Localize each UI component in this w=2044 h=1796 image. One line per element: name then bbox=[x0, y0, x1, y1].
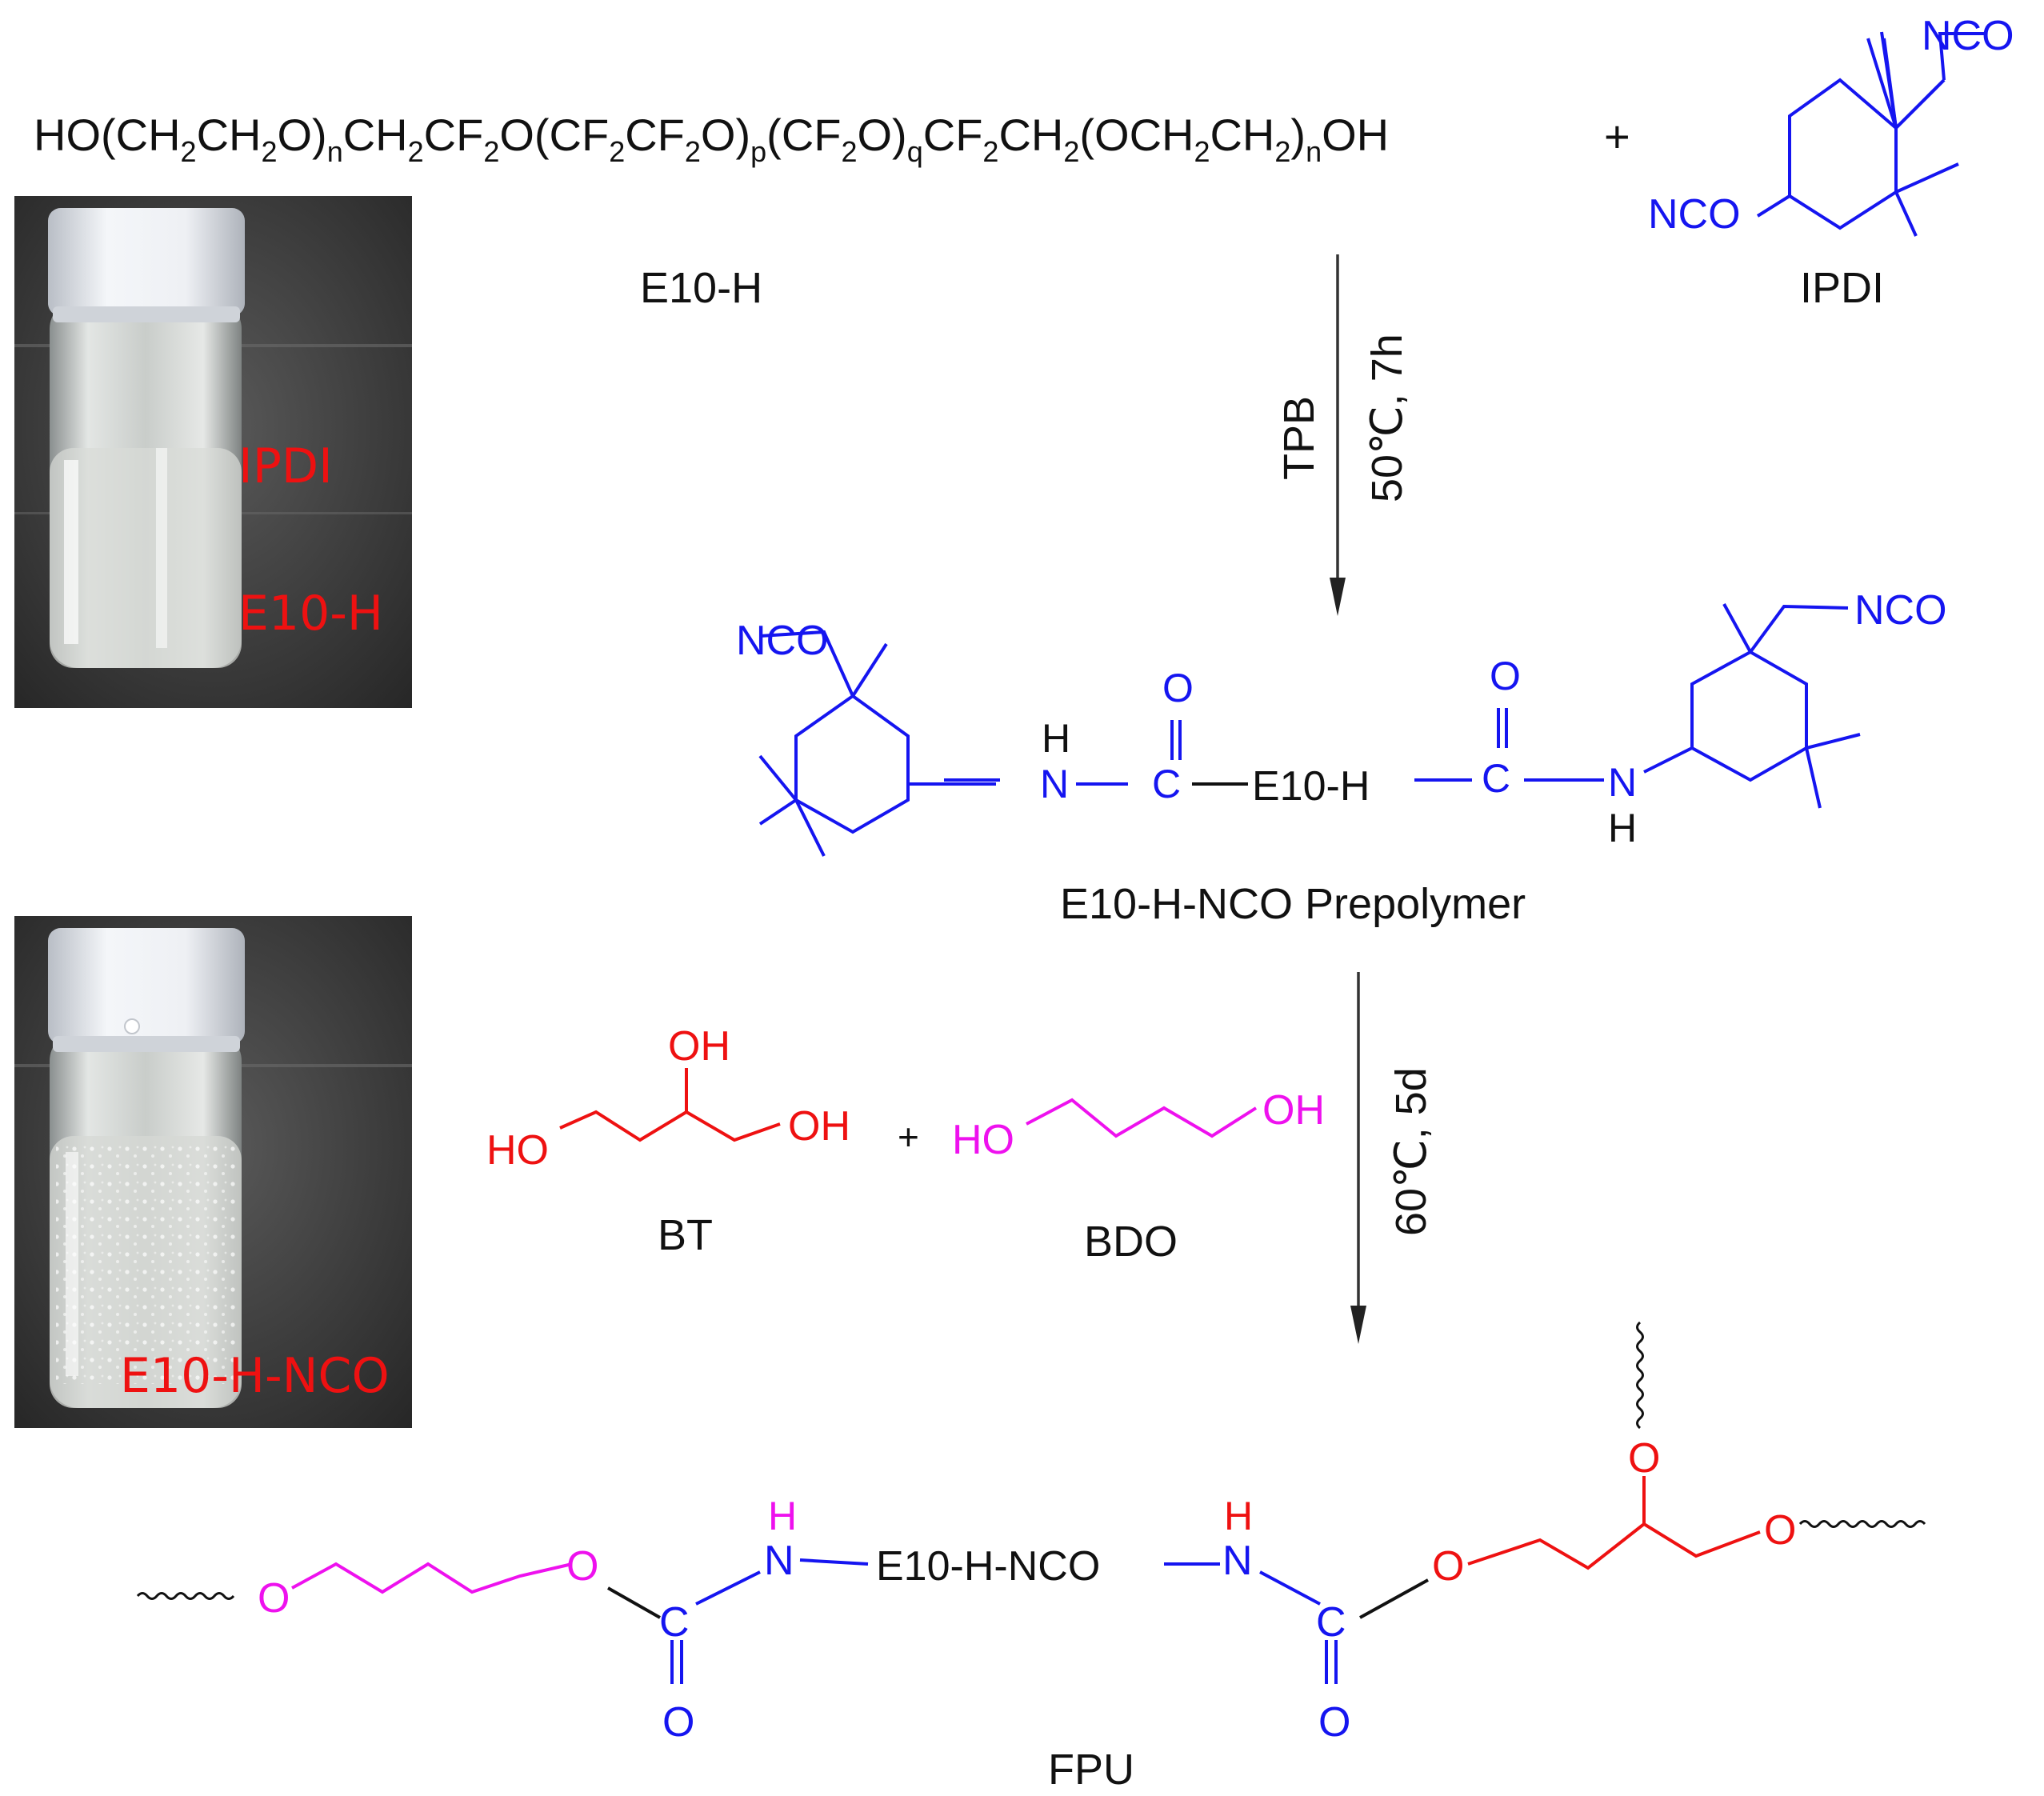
vial-1-label-ipdi: IPDI bbox=[238, 438, 333, 494]
bt-oh-right: OH bbox=[788, 1103, 850, 1150]
fpu-wavy-top bbox=[1636, 1321, 1644, 1430]
bdo-oh-right: OH bbox=[1262, 1087, 1325, 1134]
prepolymer-structure bbox=[758, 603, 1861, 857]
ipdi-nco-top: NCO bbox=[1922, 13, 2014, 59]
plus-sign-middle: + bbox=[898, 1116, 919, 1158]
bt-ho-left: HO bbox=[486, 1127, 549, 1174]
fpu-core: E10-H-NCO bbox=[876, 1543, 1100, 1590]
prepoly-nco-left: NCO bbox=[736, 618, 829, 664]
fpu-o-5: O bbox=[1764, 1507, 1796, 1554]
vial-1-cap bbox=[48, 208, 245, 316]
fpu-h-2: H bbox=[1224, 1494, 1253, 1538]
prepoly-c-left: C bbox=[1152, 762, 1181, 806]
fpu-wavy-left bbox=[136, 1592, 235, 1600]
prepoly-h-left: H bbox=[1042, 716, 1070, 761]
bt-oh-top: OH bbox=[668, 1023, 730, 1070]
fpu-n-2: N bbox=[1222, 1538, 1253, 1584]
reaction-arrow-2 bbox=[1350, 972, 1366, 1344]
bt-structure bbox=[559, 1068, 781, 1142]
ipdi-label: IPDI bbox=[1800, 264, 1884, 312]
fpu-o-carbonyl-1: O bbox=[662, 1699, 694, 1746]
fpu-label: FPU bbox=[1048, 1746, 1134, 1794]
ipdi-structure bbox=[1756, 31, 1984, 237]
fpu-c-2: C bbox=[1316, 1599, 1346, 1646]
bdo-ho-left: HO bbox=[952, 1117, 1014, 1163]
step2-conditions: 60℃, 5d bbox=[1387, 1067, 1435, 1236]
vial-photo-2: E10-H-NCO bbox=[14, 916, 412, 1428]
e10h-label: E10-H bbox=[640, 264, 762, 312]
vial-2-label: E10-H-NCO bbox=[120, 1348, 390, 1404]
bdo-label: BDO bbox=[1084, 1218, 1178, 1266]
fpu-h-1: H bbox=[768, 1494, 797, 1538]
vial-1-label-e10h: E10-H bbox=[238, 586, 383, 642]
catalyst-tpb: TPB bbox=[1275, 396, 1323, 480]
prepoly-n-right: N bbox=[1608, 760, 1637, 805]
bdo-structure bbox=[1026, 1098, 1258, 1138]
prepoly-h-right: H bbox=[1608, 806, 1637, 850]
fpu-o-1: O bbox=[258, 1575, 290, 1622]
fpu-o-carbonyl-2: O bbox=[1318, 1699, 1350, 1746]
reaction-arrow-1 bbox=[1330, 254, 1346, 616]
prepoly-n-left: N bbox=[1040, 762, 1069, 806]
fpu-n-1: N bbox=[764, 1538, 794, 1584]
fpu-wavy-right bbox=[1798, 1520, 1926, 1528]
bt-label: BT bbox=[658, 1211, 713, 1259]
prepoly-core: E10-H bbox=[1252, 763, 1370, 810]
step1-conditions: 50℃, 7h bbox=[1363, 334, 1411, 502]
vial-2-cap bbox=[48, 928, 245, 1044]
prepoly-o-left: O bbox=[1162, 666, 1194, 710]
ipdi-nco-left: NCO bbox=[1648, 191, 1741, 238]
fpu-c-1: C bbox=[659, 1599, 690, 1646]
e10h-formula: HO(CH2CH2O)nCH2CF2O(CF2CF2O)p(CF2O)qCF2C… bbox=[34, 110, 1389, 168]
fpu-o-3: O bbox=[1432, 1543, 1464, 1590]
prepoly-o-right: O bbox=[1490, 654, 1521, 698]
fpu-structure bbox=[136, 1321, 1926, 1684]
fpu-o-2: O bbox=[566, 1543, 598, 1590]
vial-photo-1: IPDI E10-H bbox=[14, 196, 412, 708]
plus-sign-top: + bbox=[1604, 111, 1630, 162]
fpu-o-4: O bbox=[1628, 1435, 1660, 1482]
prepoly-nco-right: NCO bbox=[1854, 587, 1947, 634]
prepoly-c-right: C bbox=[1482, 756, 1510, 801]
prepolymer-label: E10-H-NCO Prepolymer bbox=[1060, 880, 1526, 928]
